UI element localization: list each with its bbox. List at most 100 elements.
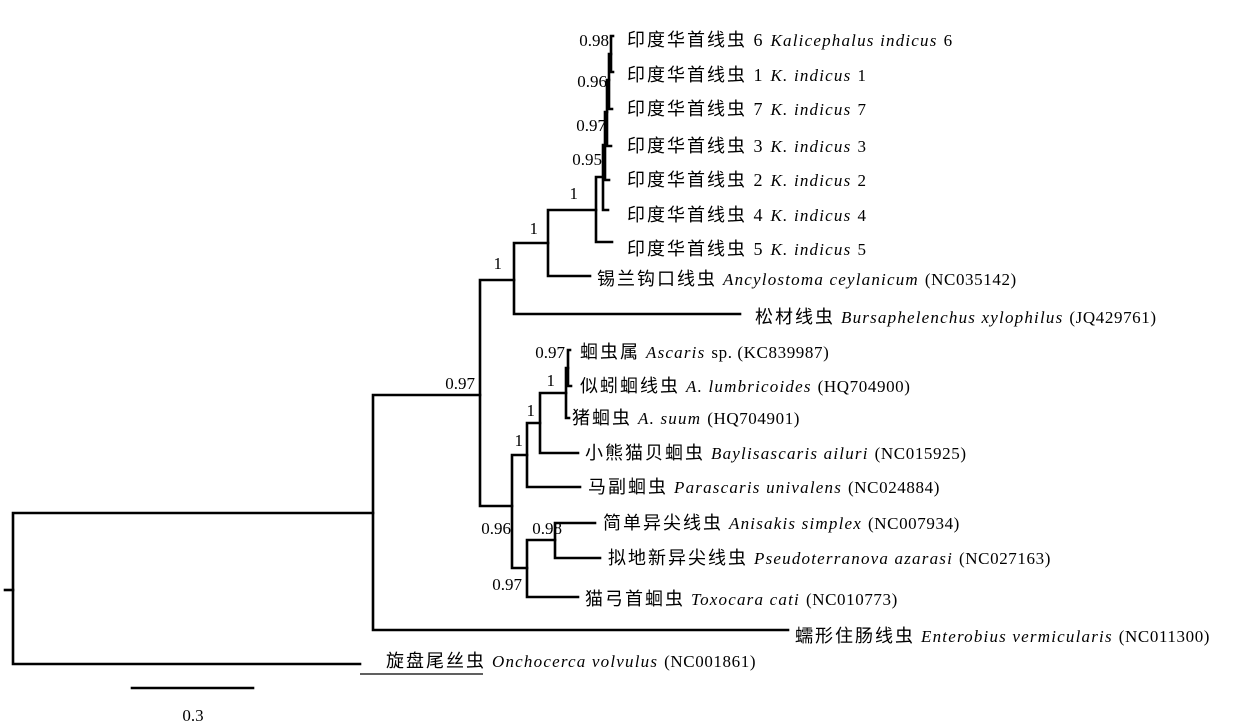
leaf-suffix: (JQ429761) <box>1069 308 1156 327</box>
leaf-latin: Parascaris univalens <box>673 478 842 497</box>
leaf-latin: A. lumbricoides <box>685 377 812 396</box>
clade-kalicephalus-6-1 <box>609 34 615 74</box>
support-value: 1 <box>547 371 556 390</box>
leaf-cn: 印度华首线虫 4 <box>627 205 765 225</box>
clade-toxocara <box>525 538 580 599</box>
support-value: 0.98 <box>532 519 562 538</box>
leaf-suffix: (NC027163) <box>959 549 1051 568</box>
leaf-cn: 小熊猫贝蛔虫 <box>585 443 705 463</box>
leaf-bursaphelenchus: 松材线虫 Bursaphelenchus xylophilus (JQ429761) <box>755 307 1157 327</box>
support-value: 0.96 <box>577 72 607 91</box>
leaf-suffix: (NC011300) <box>1119 627 1210 646</box>
clade-parascaris <box>525 421 582 489</box>
clade-kalicephalus <box>594 175 614 244</box>
leaf-kalicephalus-7: 印度华首线虫 7 K. indicus 7 <box>627 99 867 119</box>
leaf-suffix: 2 <box>857 171 866 190</box>
clade-ascaridoidea <box>510 453 529 570</box>
leaf-latin: Onchocerca volvulus <box>492 652 658 671</box>
leaf-latin: K. indicus <box>770 206 852 225</box>
leaf-ascaris-sp: 蛔虫属 Ascaris sp. (KC839987) <box>580 342 829 362</box>
leaf-cn: 松材线虫 <box>755 307 835 327</box>
support-value: 0.97 <box>576 116 606 135</box>
support-value: 1 <box>515 431 524 450</box>
leaf-suffix: (NC024884) <box>848 478 940 497</box>
leaf-latin: K. indicus <box>770 171 852 190</box>
leaf-latin: Bursaphelenchus xylophilus <box>841 308 1063 327</box>
branches <box>3 34 790 675</box>
leaf-cn: 印度华首线虫 2 <box>627 170 765 190</box>
support-value: 1 <box>494 254 503 273</box>
leaf-cn: 猪蛔虫 <box>572 408 632 428</box>
support-value: 0.97 <box>535 343 565 362</box>
clade-strongylid-ascaridoid <box>478 278 516 508</box>
leaf-kalicephalus-2: 印度华首线虫 2 K. indicus 2 <box>627 170 867 190</box>
leaf-enterobius: 蠕形住肠线虫 Enterobius vermicularis (NC011300) <box>795 626 1210 646</box>
leaf-cn: 印度华首线虫 7 <box>627 99 765 119</box>
leaf-suffix: 1 <box>857 66 866 85</box>
leaf-kalicephalus-3: 印度华首线虫 3 K. indicus 3 <box>627 136 867 156</box>
leaf-cn: 猫弓首蛔虫 <box>585 589 685 609</box>
clade-anisakidae <box>553 521 602 560</box>
leaf-pseudoterranova: 拟地新异尖线虫 Pseudoterranova azarasi (NC027163) <box>608 548 1051 568</box>
leaf-latin: K. indicus <box>770 66 852 85</box>
support-values: 0.98 0.96 0.97 0.95 1 1 1 0.97 0.97 1 1 … <box>445 31 609 594</box>
scale-bar-label: 0.3 <box>182 706 203 725</box>
leaf-cn: 锡兰钩口线虫 <box>597 269 717 289</box>
leaf-suffix: 6 <box>944 31 953 50</box>
leaf-latin: A. suum <box>637 409 701 428</box>
leaf-cn: 印度华首线虫 6 <box>627 30 765 50</box>
support-value: 0.97 <box>445 374 475 393</box>
support-value: 1 <box>570 184 579 203</box>
leaf-suffix: sp. (KC839987) <box>711 343 829 362</box>
leaf-suffix: (HQ704900) <box>818 377 911 396</box>
leaf-cn: 旋盘尾丝虫 <box>386 651 486 671</box>
leaf-suffix: 7 <box>857 100 866 119</box>
leaf-toxocara: 猫弓首蛔虫 Toxocara cati (NC010773) <box>585 589 898 609</box>
leaf-suffix: 3 <box>857 137 866 156</box>
leaf-latin: K. indicus <box>770 100 852 119</box>
leaf-suffix: (NC015925) <box>875 444 967 463</box>
support-value: 1 <box>530 219 539 238</box>
leaf-cn: 印度华首线虫 5 <box>627 239 765 259</box>
leaf-latin: Ascaris <box>645 343 705 362</box>
leaf-parascaris: 马副蛔虫 Parascaris univalens (NC024884) <box>588 477 940 497</box>
leaf-kalicephalus-6: 印度华首线虫 6 Kalicephalus indicus 6 <box>627 30 953 50</box>
leaf-cn: 拟地新异尖线虫 <box>608 548 748 568</box>
leaf-suffix: (NC010773) <box>806 590 898 609</box>
scale-bar: 0.3 <box>130 686 255 725</box>
leaf-cn: 印度华首线虫 3 <box>627 136 765 156</box>
clade-ancylostoma <box>546 208 598 278</box>
leaf-cn: 蠕形住肠线虫 <box>795 626 915 646</box>
leaf-ascaris-suum: 猪蛔虫 A. suum (HQ704901) <box>572 408 800 428</box>
leaf-suffix: (HQ704901) <box>707 409 800 428</box>
leaf-latin: Enterobius vermicularis <box>920 627 1113 646</box>
leaf-latin: Pseudoterranova azarasi <box>753 549 953 568</box>
leaf-latin: K. indicus <box>770 137 852 156</box>
clade-bursaphelenchus <box>512 241 742 316</box>
clade-ingroup-enterobius <box>371 393 790 632</box>
leaf-suffix: 4 <box>857 206 866 225</box>
support-value: 0.98 <box>579 31 609 50</box>
leaf-latin: Kalicephalus indicus <box>770 31 938 50</box>
leaf-latin: Ancylostoma ceylanicum <box>722 270 919 289</box>
leaf-cn: 马副蛔虫 <box>588 477 668 497</box>
leaf-kalicephalus-5: 印度华首线虫 5 K. indicus 5 <box>627 239 867 259</box>
support-value: 0.97 <box>492 575 522 594</box>
support-value: 1 <box>527 401 536 420</box>
support-value: 0.95 <box>572 150 602 169</box>
leaf-onchocerca: 旋盘尾丝虫 Onchocerca volvulus (NC001861) <box>386 651 756 671</box>
root-bracket <box>11 511 375 666</box>
leaf-latin: K. indicus <box>770 240 852 259</box>
leaf-suffix: 5 <box>857 240 866 259</box>
leaf-latin: Toxocara cati <box>691 590 800 609</box>
leaf-suffix: (NC001861) <box>664 652 756 671</box>
leaf-cn: 蛔虫属 <box>580 342 640 362</box>
clade-ascaris-sp-lumbricoides <box>566 348 573 388</box>
